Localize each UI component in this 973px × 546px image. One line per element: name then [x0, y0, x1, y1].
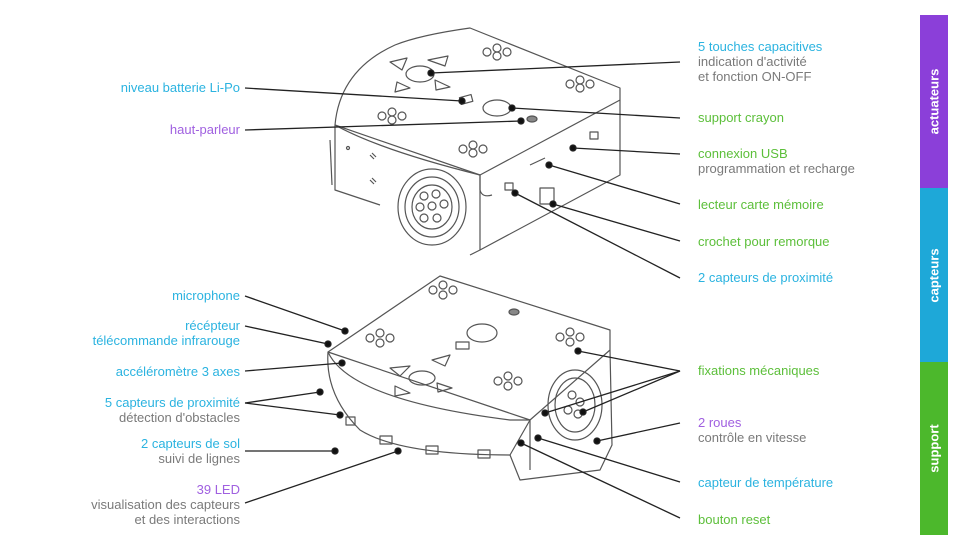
category-bar-actuateurs: actuateurs	[920, 15, 948, 188]
label-temperature: capteur de température	[698, 475, 833, 490]
label-desc-2: et fonction ON-OFF	[698, 69, 812, 84]
label-sol: 2 capteurs de sol suivi de lignes	[141, 436, 240, 466]
button-cluster	[365, 280, 585, 391]
label-title: bouton reset	[698, 512, 771, 527]
label-title: 2 capteurs de sol	[140, 436, 240, 451]
label-usb: connexion USB programmation et recharge	[698, 146, 855, 176]
label-title: lecteur carte mémoire	[698, 197, 824, 212]
label-carte: lecteur carte mémoire	[698, 197, 824, 212]
label-title: 5 capteurs de proximité	[104, 395, 240, 410]
label-batterie: niveau batterie Li-Po	[121, 80, 240, 95]
label-proximite-5: 5 capteurs de proximité détection d'obst…	[105, 395, 240, 425]
robot-top-view	[329, 27, 621, 256]
label-recepteur: récépteur télécommande infrarouge	[93, 318, 240, 348]
category-label: capteurs	[926, 247, 942, 303]
label-desc: contrôle en vitesse	[698, 430, 807, 445]
label-title: 39 LED	[196, 482, 240, 497]
label-title-2: télécommande infrarouge	[92, 333, 240, 348]
robot-bottom-view	[327, 275, 613, 481]
label-crochet: crochet pour remorque	[698, 234, 830, 249]
label-desc-2: et des interactions	[134, 512, 240, 527]
label-title: crochet pour remorque	[698, 234, 830, 249]
button-cluster	[377, 43, 595, 158]
label-title: récépteur	[185, 318, 240, 333]
label-title: support crayon	[698, 110, 784, 125]
label-title: connexion USB	[698, 146, 788, 161]
wheel-icon	[397, 168, 467, 246]
label-reset: bouton reset	[698, 512, 770, 527]
label-desc: indication d'activité	[698, 54, 807, 69]
label-title: haut-parleur	[169, 122, 240, 137]
label-touches: 5 touches capacitives indication d'activ…	[698, 39, 822, 84]
label-crayon: support crayon	[698, 110, 784, 125]
label-title: fixations mécaniques	[698, 363, 820, 378]
label-desc: visualisation des capteurs	[91, 497, 240, 512]
label-title: capteur de température	[698, 475, 834, 490]
label-title: 2 capteurs de proximité	[698, 270, 834, 285]
label-title: 2 roues	[698, 415, 742, 430]
label-title: 5 touches capacitives	[698, 39, 823, 54]
category-label: actuateurs	[926, 68, 942, 135]
category-bar-capteurs: capteurs	[920, 188, 948, 362]
label-microphone: microphone	[172, 288, 240, 303]
label-fixations: fixations mécaniques	[698, 363, 819, 378]
label-proximite-2: 2 capteurs de proximité	[698, 270, 833, 285]
label-desc: détection d'obstacles	[118, 410, 240, 425]
label-title: microphone	[172, 288, 240, 303]
category-label: support	[926, 424, 942, 473]
label-title: niveau batterie Li-Po	[120, 80, 240, 95]
label-roues: 2 roues contrôle en vitesse	[698, 415, 806, 445]
label-desc: programmation et recharge	[698, 161, 855, 176]
leader-lines	[244, 61, 681, 519]
label-haut-parleur: haut-parleur	[170, 122, 240, 137]
label-led: 39 LED visualisation des capteurs et des…	[91, 482, 240, 527]
label-desc: suivi de lignes	[158, 451, 240, 466]
category-bar-support: support	[920, 362, 948, 535]
label-accelerometre: accéléromètre 3 axes	[116, 364, 240, 379]
label-title: accéléromètre 3 axes	[115, 364, 240, 379]
